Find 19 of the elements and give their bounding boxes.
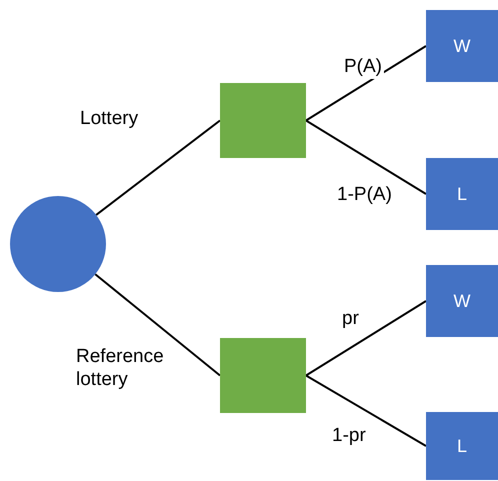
connector-line xyxy=(305,300,427,376)
connector-line xyxy=(305,45,427,122)
connector-line xyxy=(306,374,426,447)
connector-line xyxy=(96,120,221,216)
decision-square xyxy=(220,338,306,413)
connector-line xyxy=(94,273,221,376)
outcome-box xyxy=(426,10,498,82)
outcome-box xyxy=(426,265,498,337)
outcome-label: L xyxy=(456,184,467,204)
outcome-box xyxy=(426,412,498,480)
connector-line xyxy=(305,120,427,195)
edge-label: 1-P(A) xyxy=(335,184,394,207)
edge-label: Reference lottery xyxy=(75,346,165,392)
outcome-box xyxy=(426,158,498,230)
edge-label: 1-pr xyxy=(330,425,368,448)
decision-square xyxy=(220,83,306,158)
outcome-label: W xyxy=(454,36,470,56)
outcome-label: W xyxy=(454,290,470,312)
outcome-label: L xyxy=(456,436,467,456)
